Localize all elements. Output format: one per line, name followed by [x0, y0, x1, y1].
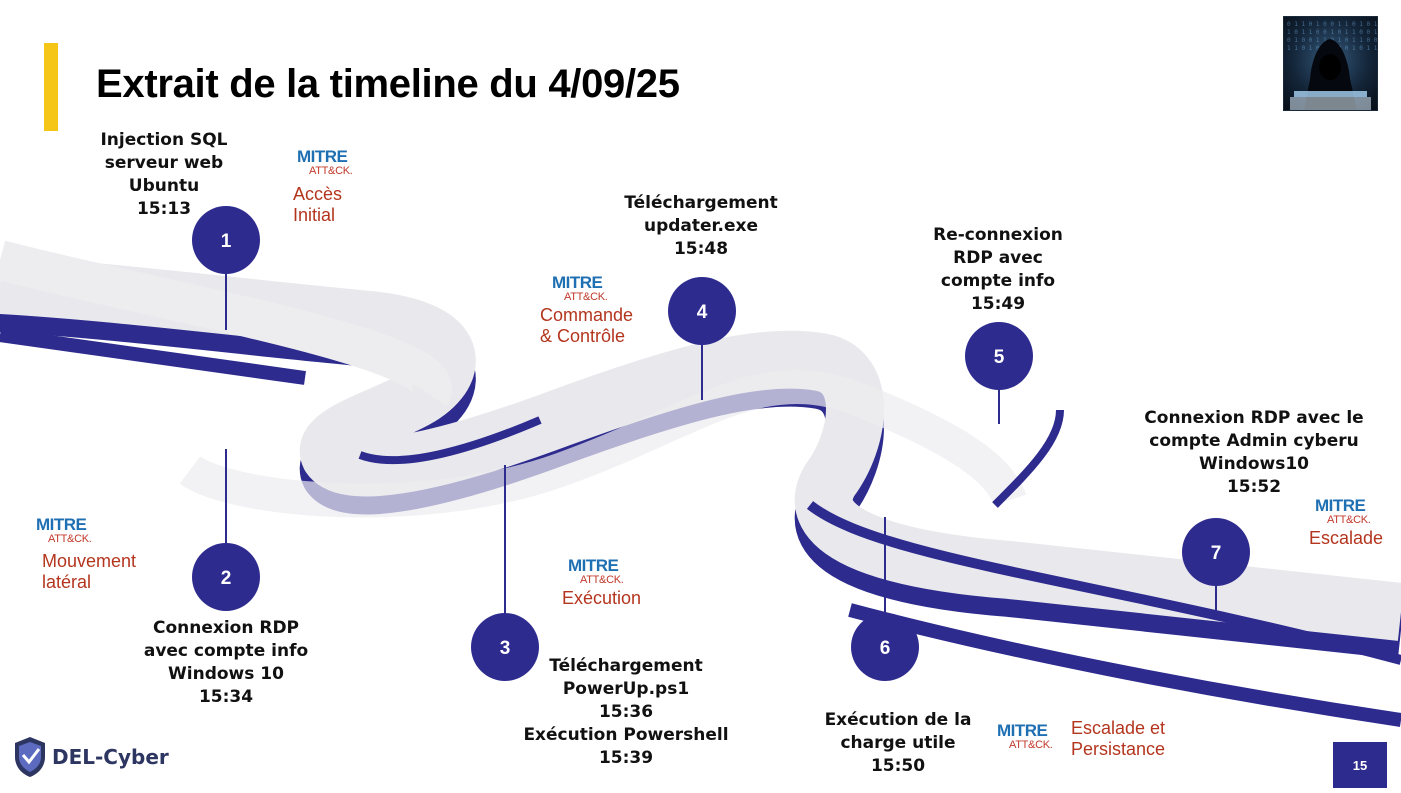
milestone-marker-3: 3	[471, 613, 539, 681]
tactic-label-escalation: Escalade	[1309, 528, 1384, 548]
hacker-image: 0 1 1 0 1 0 0 1 1 0 1 0 1 1 1 0 1 1 0 0 …	[1283, 16, 1378, 111]
slide-title: Extrait de la timeline du 4/09/25	[96, 62, 680, 106]
page-number: 15	[1333, 742, 1387, 788]
tactic-label-execution: Exécution	[562, 588, 642, 608]
milestone-marker-6: 6	[851, 613, 919, 681]
milestone-marker-7: 7	[1182, 518, 1250, 586]
milestone-marker-1: 1	[192, 206, 260, 274]
title-accent-bar	[44, 43, 58, 131]
milestone-number-5: 5	[994, 347, 1005, 368]
tactic-label-command-control: Commande& Contrôle	[540, 305, 634, 346]
milestone-marker-4: 4	[668, 277, 736, 345]
logo-text: DEL-Cyber	[52, 745, 169, 769]
milestone-number-2: 2	[221, 568, 232, 589]
del-cyber-logo: DEL-Cyber	[12, 735, 169, 779]
milestone-number-7: 7	[1211, 543, 1222, 564]
milestone-number-4: 4	[697, 302, 708, 323]
svg-text:1 0 1 1 0 0 1 0 1 1 0 0 1 0: 1 0 1 1 0 0 1 0 1 1 0 0 1 0	[1287, 29, 1377, 36]
svg-text:0 1 1 0 1 0 0 1 1 0 1 0 1 1: 0 1 1 0 1 0 0 1 1 0 1 0 1 1	[1287, 21, 1377, 28]
milestone-marker-2: 2	[192, 543, 260, 611]
milestone-number-6: 6	[880, 638, 891, 659]
milestone-number-3: 3	[500, 638, 511, 659]
milestone-number-1: 1	[221, 231, 232, 252]
milestone-marker-5: 5	[965, 322, 1033, 390]
shield-icon	[15, 737, 45, 777]
